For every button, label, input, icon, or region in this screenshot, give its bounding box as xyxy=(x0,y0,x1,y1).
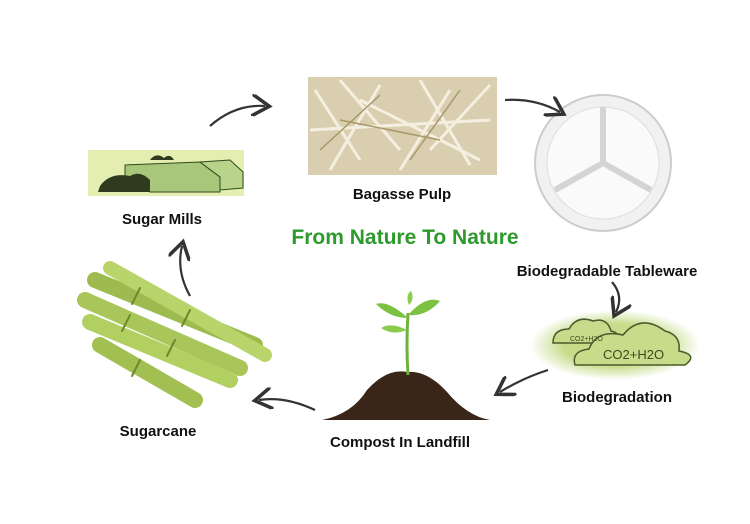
arrow-cane-to-mills xyxy=(180,246,190,297)
arrow-plate-to-clouds xyxy=(612,281,619,312)
label-tableware: Biodegradable Tableware xyxy=(516,263,698,280)
cycle-arrows xyxy=(180,100,619,411)
arrow-pulp-to-plate xyxy=(504,100,560,112)
sugarcane-image xyxy=(77,261,272,408)
bagasse-pulp-image xyxy=(308,77,497,175)
compost-seedling-image xyxy=(322,291,490,420)
label-sugarcane: Sugarcane xyxy=(119,423,197,440)
cloud-small-text: CO2+H2O xyxy=(570,336,603,343)
cloud-large-text: CO2+H2O xyxy=(603,347,664,362)
tableware-plate-image xyxy=(534,94,672,232)
label-compost: Compost In Landfill xyxy=(330,434,470,451)
arrow-clouds-to-compost xyxy=(500,368,549,392)
arrow-mills-to-pulp xyxy=(209,106,265,127)
label-bagasse-pulp: Bagasse Pulp xyxy=(352,186,452,203)
label-sugar-mills: Sugar Mills xyxy=(121,211,203,228)
sugar-mills-image xyxy=(88,150,244,196)
arrow-compost-to-cane xyxy=(259,399,316,411)
label-biodegradation: Biodegradation xyxy=(561,389,673,406)
diagram-title: From Nature To Nature xyxy=(291,226,519,249)
biodegradation-clouds-image: CO2+H2O CO2+H2O xyxy=(530,310,700,380)
